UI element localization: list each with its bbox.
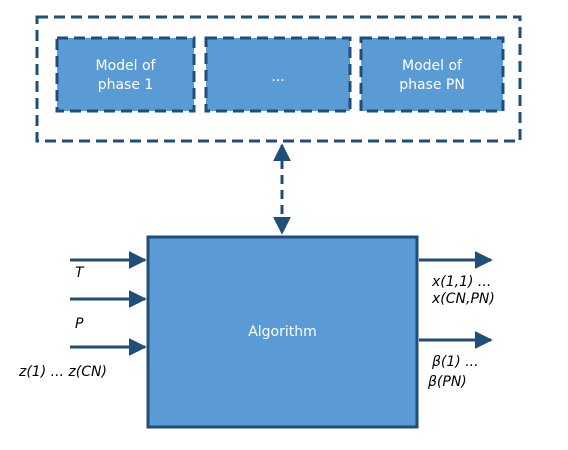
algorithm-label: Algorithm: [248, 324, 317, 340]
model-phase-pn-label-line1: Model of: [402, 58, 463, 74]
phase-models-group: [35, 15, 522, 143]
input-label-p: P: [75, 316, 84, 332]
output-label-x-line2: x(CN,PN): [431, 291, 495, 307]
model-phase-1-box: [55, 36, 196, 113]
model-phase-1-label-line2: phase 1: [98, 77, 154, 93]
model-ellipsis-label: ...: [271, 69, 284, 85]
output-label-beta-line1: β(1) ...: [431, 354, 479, 370]
output-label-beta-line2: β(PN): [427, 374, 467, 390]
input-label-z: z(1) ... z(CN): [18, 364, 107, 380]
model-phase-pn-label-line2: phase PN: [399, 77, 465, 93]
algorithm-box: [146, 235, 419, 429]
model-ellipsis-box: [204, 36, 352, 113]
output-label-x-line1: x(1,1) ...: [431, 274, 491, 290]
model-phase-pn-box: [359, 36, 505, 113]
model-phase-1-label-line1: Model of: [96, 58, 157, 74]
input-label-t: T: [75, 265, 85, 281]
